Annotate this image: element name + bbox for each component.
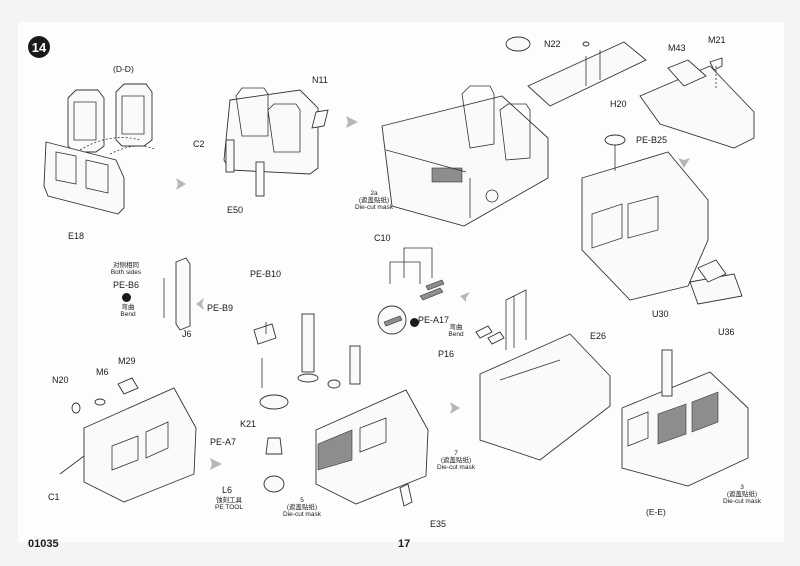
step-number-badge: 14 xyxy=(28,36,50,58)
bend-symbol-icon-2 xyxy=(410,318,419,327)
label-pe-b10: PE-B10 xyxy=(250,269,282,279)
cab-assembly-right xyxy=(581,134,743,305)
label-m6: M6 xyxy=(96,367,109,377)
label-n11: N11 xyxy=(312,75,328,85)
page-number: 17 xyxy=(398,538,411,550)
pe-periscope-parts xyxy=(253,313,361,493)
label-mask-7: 7 (遮盖贴纸) Die-cut mask xyxy=(428,450,484,471)
catalog-number: 01035 xyxy=(28,538,59,550)
roof-part-m43 xyxy=(639,57,755,149)
label-m29: M29 xyxy=(118,356,136,366)
label-both-sides-cn: 对侧相同 xyxy=(113,262,139,269)
label-mask-3-number: 3 xyxy=(740,484,744,491)
label-e35: E35 xyxy=(430,519,447,529)
handle-c10 xyxy=(377,247,445,335)
label-mask-3: 3 (遮盖贴纸) Die-cut mask xyxy=(714,484,770,505)
label-bend-1-text: Bend xyxy=(120,311,136,319)
label-mask-5-cn: (遮盖贴纸) xyxy=(286,504,318,512)
bend-symbol-icon xyxy=(122,293,131,302)
label-pe-tool: 蚀刻工具 PE TOOL xyxy=(204,497,254,511)
label-mask-2a-number: 2a xyxy=(370,190,378,197)
label-e18: E18 xyxy=(68,231,85,241)
label-mask-3-text: Die-cut mask xyxy=(723,498,761,506)
label-mask-5: 5 (遮盖贴纸) Die-cut mask xyxy=(274,497,330,518)
label-j6: J6 xyxy=(182,329,192,339)
label-ee: (E-E) xyxy=(646,507,666,517)
label-p16: P16 xyxy=(438,349,455,359)
label-u36: U36 xyxy=(718,327,735,337)
label-mask-7-cn: (遮盖贴纸) xyxy=(440,457,472,465)
label-mask-2a: 2a (遮盖贴纸) Die-cut mask xyxy=(346,190,402,211)
label-pe-b25: PE-B25 xyxy=(636,135,668,145)
label-bend-2: 弯曲 Bend xyxy=(436,324,476,338)
label-e26: E26 xyxy=(590,331,607,341)
seat-frames-dd xyxy=(67,83,153,153)
label-u30: U30 xyxy=(652,309,669,319)
label-pe-b9: PE-B9 xyxy=(207,303,234,313)
label-bend-1-cn: 弯曲 xyxy=(121,304,135,311)
cab-assembly-bottom-right xyxy=(621,349,749,487)
label-e50: E50 xyxy=(227,205,244,215)
label-mask-5-text: Die-cut mask xyxy=(283,511,321,519)
roof-panel-h20 xyxy=(505,36,647,107)
label-l6: L6 xyxy=(222,485,233,495)
label-c2: C2 xyxy=(193,139,205,149)
cab-assembly-bottom-center xyxy=(315,389,429,507)
label-h20: H20 xyxy=(610,99,627,109)
label-c1: C1 xyxy=(48,492,60,502)
label-mask-5-number: 5 xyxy=(300,497,304,504)
seat-assembly-middle xyxy=(223,87,329,197)
frame-e18 xyxy=(43,137,157,215)
label-mask-7-text: Die-cut mask xyxy=(437,464,475,472)
label-mask-2a-text: Die-cut mask xyxy=(355,204,393,212)
label-mask-2a-cn: (遮盖贴纸) xyxy=(358,197,390,205)
label-n20: N20 xyxy=(52,375,69,385)
label-both-sides: 对侧相同 Both sides xyxy=(98,262,154,276)
cab-assembly-bottom-left xyxy=(59,377,197,503)
label-bend-1: 弯曲 Bend xyxy=(108,304,148,318)
label-mask-7-number: 7 xyxy=(454,450,458,457)
label-pe-a7: PE-A7 xyxy=(210,437,237,447)
label-k21: K21 xyxy=(240,419,257,429)
label-dd: (D-D) xyxy=(113,64,134,74)
label-bend-2-text: Bend xyxy=(448,331,464,339)
cab-shell-upper xyxy=(381,85,549,227)
cab-assembly-center-right xyxy=(475,289,611,461)
part-j6 xyxy=(163,257,191,331)
label-m43: M43 xyxy=(668,43,686,53)
label-m21: M21 xyxy=(708,35,726,45)
label-bend-2-cn: 弯曲 xyxy=(449,324,463,331)
label-n22: N22 xyxy=(544,39,561,49)
label-c10: C10 xyxy=(374,233,391,243)
label-pe-b6: PE-B6 xyxy=(113,280,140,290)
label-pe-tool-cn: 蚀刻工具 xyxy=(216,497,242,504)
label-pe-tool-text: PE TOOL xyxy=(215,504,243,512)
label-both-sides-text: Both sides xyxy=(110,269,142,277)
label-pe-a17: PE-A17 xyxy=(418,315,450,325)
label-mask-3-cn: (遮盖贴纸) xyxy=(726,491,758,499)
